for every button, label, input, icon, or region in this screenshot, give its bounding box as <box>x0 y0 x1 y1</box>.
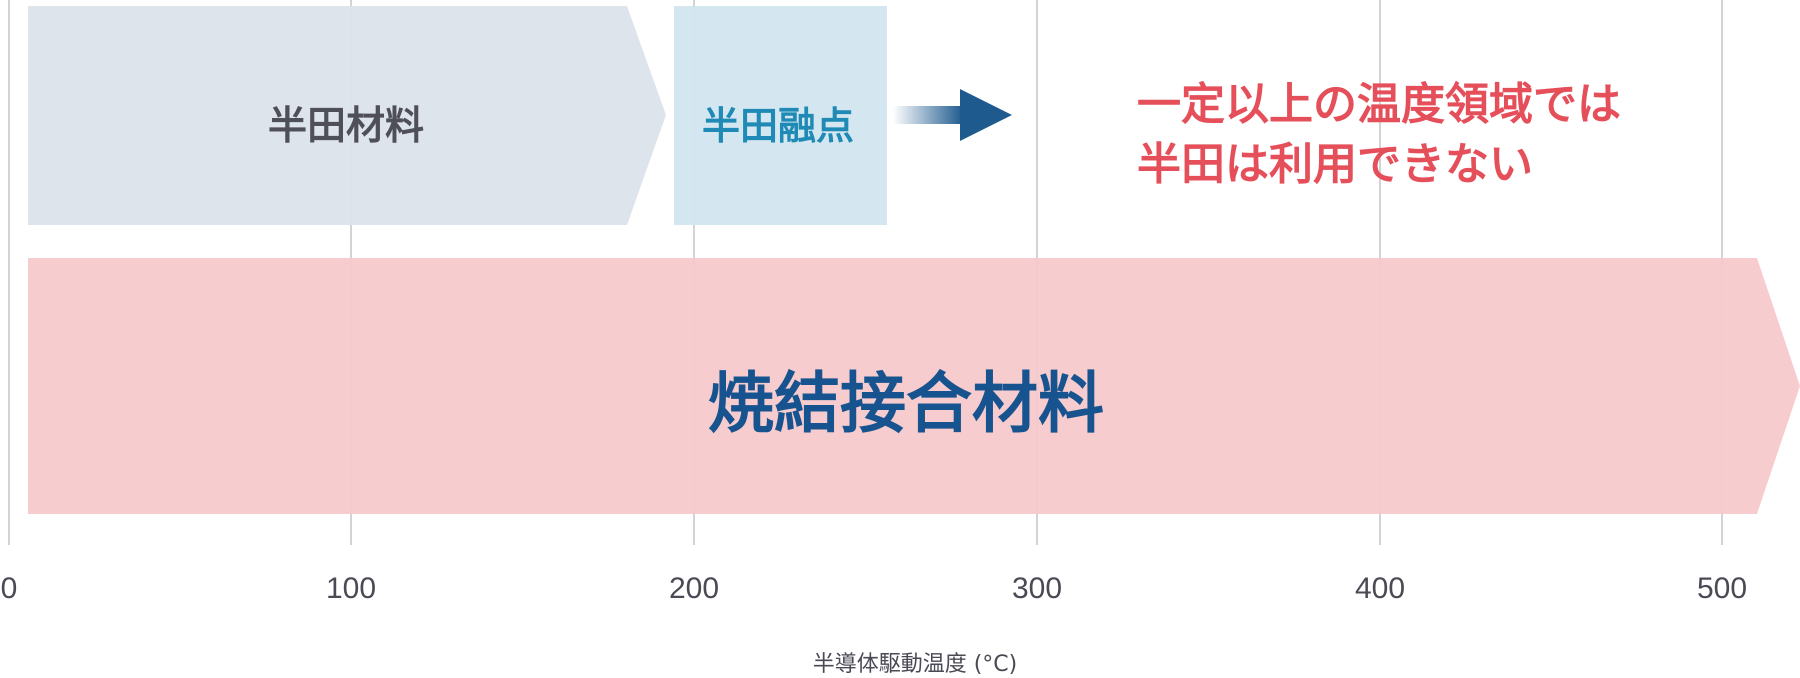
note-line-1: 一定以上の温度領域では <box>1137 79 1621 130</box>
solder-label: 半田材料 <box>268 104 425 149</box>
arrow-head <box>960 89 1012 141</box>
axis-title: 半導体駆動温度 (°C) <box>812 652 1018 677</box>
melting-point-label: 半田融点 <box>702 104 855 148</box>
tick-200: 200 <box>668 572 720 605</box>
sintered-range-bar <box>28 258 1800 514</box>
gridline-0 <box>8 0 10 545</box>
sintered-label: 焼結接合材料 <box>708 365 1104 442</box>
tick-100: 100 <box>325 572 377 605</box>
tick-0: 0 <box>0 572 18 605</box>
tick-400: 400 <box>1354 572 1406 605</box>
tick-500: 500 <box>1696 572 1748 605</box>
melting-point-range <box>674 6 887 225</box>
note-line-2: 半田は利用できない <box>1137 139 1533 190</box>
solder-range-bar <box>28 6 666 225</box>
tick-300: 300 <box>1011 572 1063 605</box>
arrow-shaft <box>893 106 963 124</box>
